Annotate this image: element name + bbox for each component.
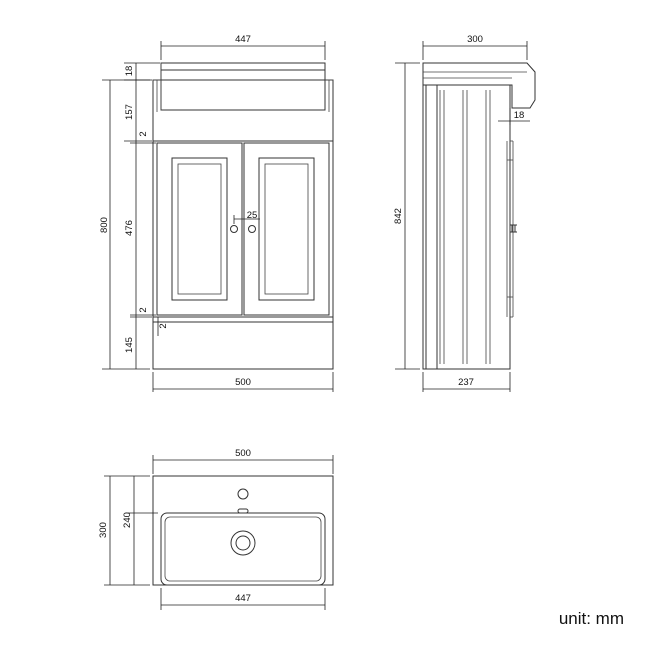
unit-label: unit: mm	[559, 609, 624, 628]
dim-top-depth-total: 300	[98, 522, 109, 538]
front-basin-top	[160, 62, 326, 71]
dim-gap-bottom: 2	[138, 307, 149, 312]
dim-height-doors: 476	[124, 220, 135, 236]
side-dimensions: 300 842 18 237	[393, 34, 530, 392]
dim-width-cabinet: 500	[235, 377, 251, 388]
top-view	[152, 475, 334, 586]
dim-top-width-outer: 500	[235, 448, 251, 459]
dim-gap-top: 2	[138, 131, 149, 136]
overflow-slot	[237, 508, 249, 514]
left-door	[156, 142, 243, 316]
waste-outer	[230, 530, 256, 556]
dim-top-width-basin: 447	[235, 593, 251, 604]
dim-height-lip: 18	[124, 66, 135, 77]
dim-handle-spacing: 25	[247, 210, 258, 221]
side-cabinet-outline	[422, 84, 511, 370]
right-door	[243, 142, 330, 316]
dim-side-depth-top: 300	[467, 34, 483, 45]
front-basin-body	[160, 70, 326, 111]
dim-side-depth-cabinet: 237	[458, 377, 474, 388]
left-handle	[230, 225, 238, 233]
top-basin-outline	[160, 512, 326, 586]
front-cabinet-outline	[152, 79, 334, 370]
dim-top-depth-basin: 240	[122, 512, 133, 528]
dim-side-lip: 18	[514, 110, 525, 121]
front-view	[152, 62, 334, 370]
dim-side-height-total: 842	[393, 208, 404, 224]
waste-inner	[235, 535, 251, 551]
tap-hole	[237, 488, 249, 500]
dim-height-plinth: 145	[124, 337, 135, 353]
side-view	[422, 62, 536, 370]
dim-width-top: 447	[235, 34, 251, 45]
dim-height-basin: 157	[124, 104, 135, 120]
front-dimensions: 447 800 18 157 2 476 2 2 145 25 500	[99, 34, 334, 392]
dim-gap-plinth: 2	[158, 323, 169, 328]
right-handle	[248, 225, 256, 233]
top-dimensions: 500 300 240 447	[98, 448, 334, 610]
side-handle	[510, 224, 517, 233]
dim-height-total: 800	[99, 217, 110, 233]
